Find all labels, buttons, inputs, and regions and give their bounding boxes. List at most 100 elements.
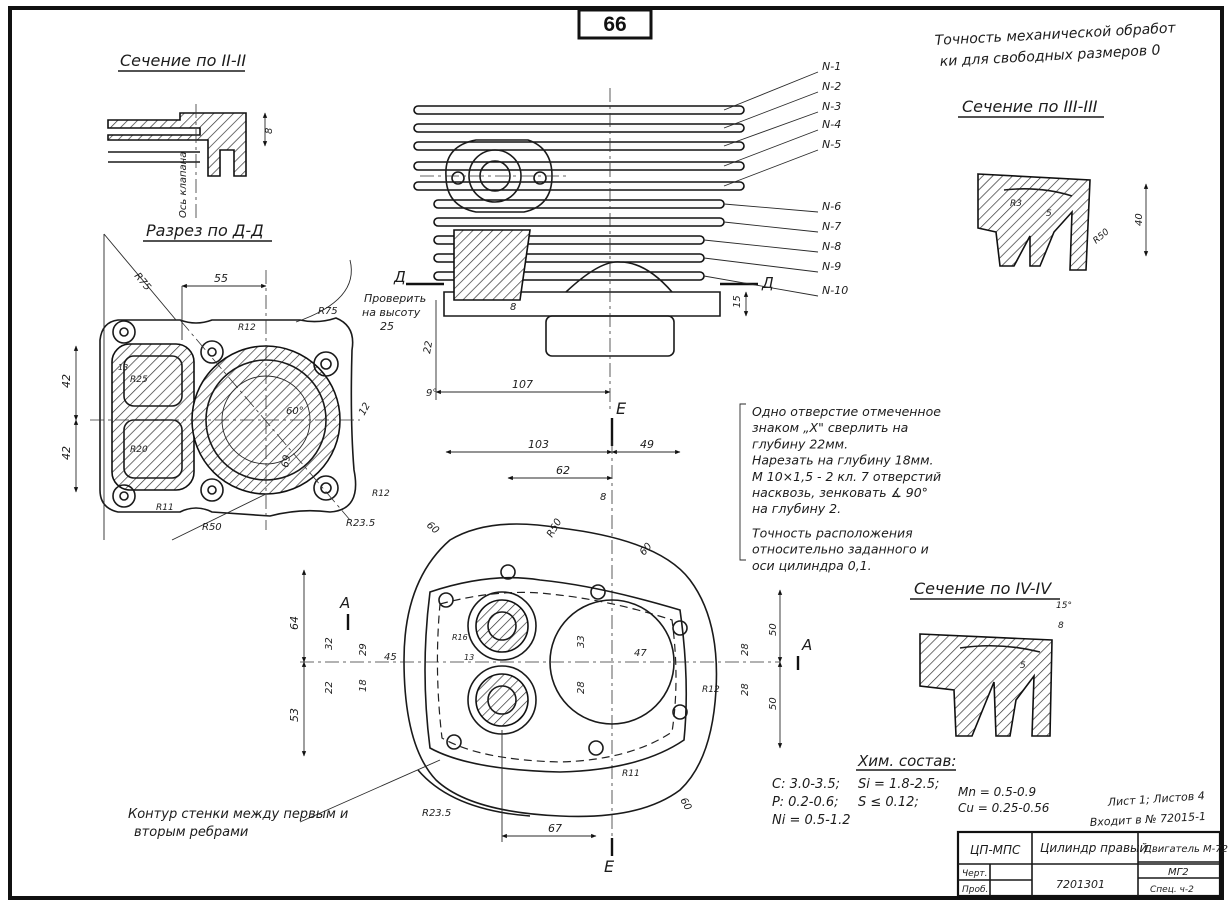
dim-5-sec3: 5 bbox=[1046, 209, 1052, 219]
section-d-mark-right: Д bbox=[761, 274, 774, 292]
dim-9deg: 9° bbox=[426, 388, 437, 399]
fin-label-8: N-8 bbox=[822, 240, 841, 253]
fin-leader-2 bbox=[723, 91, 819, 129]
dim-107: 107 bbox=[512, 378, 533, 391]
dim-62: 62 bbox=[556, 464, 570, 477]
dim-55: 55 bbox=[214, 272, 228, 285]
dim-section-2: 8 bbox=[264, 128, 275, 134]
dim-28-bottom: 28 bbox=[740, 683, 751, 696]
section-a-left: А bbox=[339, 594, 350, 612]
dim-69: 69 bbox=[280, 454, 293, 468]
chem-p: P: 0.2-0.6; bbox=[772, 795, 839, 810]
page-number: 66 bbox=[603, 13, 626, 36]
check-height-2: на высоту bbox=[362, 306, 421, 319]
contour-note-2: вторым ребрами bbox=[134, 825, 248, 840]
dim-50-bottom: 50 bbox=[768, 697, 779, 710]
section-2-view: Сечение по II-II Ось клапана 8 bbox=[107, 51, 275, 220]
cut-d-title: Разрез по Д-Д bbox=[146, 221, 264, 240]
dim-42-top: 42 bbox=[60, 374, 73, 388]
dim-r12-b: R12 bbox=[372, 489, 390, 499]
cooling-fin-5 bbox=[413, 181, 745, 191]
check-height-3: 25 bbox=[380, 320, 394, 333]
chem-s: S ≤ 0.12; bbox=[858, 795, 919, 810]
dim-53: 53 bbox=[288, 708, 301, 722]
fin-label-4: N-4 bbox=[822, 118, 841, 131]
dim-60deg: 60° bbox=[286, 406, 304, 417]
section-d-mark-left: Д bbox=[393, 268, 406, 286]
fin-label-10: N-10 bbox=[822, 284, 848, 297]
fin-label-2: N-2 bbox=[822, 80, 841, 93]
dim-r12-top: R12 bbox=[702, 685, 720, 695]
fin-label-6: N-6 bbox=[822, 200, 841, 213]
machining-note-line-8: Точность расположения bbox=[752, 525, 913, 540]
title-name: Цилиндр правый bbox=[1040, 841, 1148, 855]
section-e-bottom: Е bbox=[604, 857, 615, 876]
title-number: 7201301 bbox=[1056, 878, 1105, 891]
cut-d-view: Разрез по Д-Д 55 42 42 R75 R75 bbox=[60, 221, 426, 541]
dim-r20: R20 bbox=[130, 445, 148, 455]
dim-13-top: 13 bbox=[464, 653, 474, 662]
dim-r50-sec3: R50 bbox=[1092, 227, 1112, 246]
section-e-top: Е bbox=[616, 399, 627, 418]
cylinder-top-view: Е Е А А 103 49 62 bbox=[128, 399, 812, 876]
dim-47: 47 bbox=[634, 648, 647, 659]
machining-note-line-2: знаком „X" сверлить на bbox=[752, 420, 908, 435]
dim-67: 67 bbox=[548, 822, 562, 835]
dim-r75-b: R75 bbox=[318, 306, 338, 317]
title-engine: Двигатель М-72 bbox=[1143, 844, 1228, 855]
machining-note-line-4: Нарезать на глубину 18мм. bbox=[752, 453, 934, 468]
contour-note-1: Контур стенки между первым и bbox=[128, 807, 348, 822]
title-org: ЦП-МПС bbox=[970, 843, 1021, 857]
note-bracket bbox=[739, 403, 746, 561]
dim-50-top: 50 bbox=[768, 623, 779, 636]
section-2-title: Сечение по II-II bbox=[120, 51, 246, 70]
cooling-fin-1 bbox=[413, 105, 745, 115]
dim-28-top: 28 bbox=[740, 643, 751, 656]
machining-note-line-1: Одно отверстие отмеченное bbox=[752, 404, 941, 419]
fin-label-3: N-3 bbox=[822, 100, 841, 113]
dim-60-a: 60 bbox=[424, 520, 441, 537]
dim-49: 49 bbox=[640, 438, 654, 451]
page-number-box bbox=[577, 8, 653, 40]
dim-28-inner: 28 bbox=[576, 681, 587, 694]
dim-15: 15 bbox=[732, 295, 743, 308]
dim-60-c: 60 bbox=[677, 796, 693, 813]
title-drawn: Черт. bbox=[962, 869, 988, 879]
section-a-right: А bbox=[801, 636, 812, 654]
fin-leader-4 bbox=[723, 129, 819, 167]
dim-r75-a: R75 bbox=[132, 271, 153, 293]
section-4-view: Сечение по IV-IV 15° 8 5 bbox=[910, 579, 1072, 737]
title-checked: Проб. bbox=[962, 885, 988, 895]
dim-64: 64 bbox=[288, 616, 301, 630]
dim-r12-a: R12 bbox=[238, 323, 256, 333]
dim-5-sec4: 5 bbox=[1020, 661, 1026, 671]
dim-18: 18 bbox=[358, 679, 369, 692]
title-material: МГ2 bbox=[1168, 867, 1189, 878]
title-spec: Спец. ч-2 bbox=[1150, 885, 1194, 895]
dim-40: 40 bbox=[1134, 213, 1145, 226]
cooling-fin-6 bbox=[433, 199, 725, 209]
cooling-fin-2 bbox=[413, 123, 745, 133]
cooling-fin-7 bbox=[433, 217, 725, 227]
sheet-frame bbox=[8, 6, 1224, 900]
fin-leader-6 bbox=[723, 203, 819, 213]
dim-r16: R16 bbox=[452, 633, 468, 642]
fin-leader-3 bbox=[723, 111, 819, 147]
fin-leader-9 bbox=[703, 257, 819, 273]
machining-note-line-5: М 10×1,5 - 2 кл. 7 отверстий bbox=[752, 469, 941, 484]
section-3-title: Сечение по III-III bbox=[962, 97, 1098, 116]
dim-r3: R3 bbox=[1010, 199, 1022, 209]
dim-8-top: 8 bbox=[600, 492, 606, 503]
dim-22-top: 22 bbox=[324, 681, 335, 694]
section-3-view: Сечение по III-III R3 5 R50 40 bbox=[958, 97, 1149, 271]
dim-r11: R11 bbox=[156, 503, 174, 513]
dim-r25: R25 bbox=[130, 375, 148, 385]
fin-leader-7 bbox=[723, 221, 819, 233]
dim-8-elev: 8 bbox=[510, 302, 516, 313]
cooling-fin-4 bbox=[413, 161, 745, 171]
dim-8-sec4: 8 bbox=[1058, 621, 1064, 631]
dim-15deg: 15° bbox=[1056, 601, 1072, 611]
dim-r23-5-top: R23.5 bbox=[422, 808, 451, 819]
